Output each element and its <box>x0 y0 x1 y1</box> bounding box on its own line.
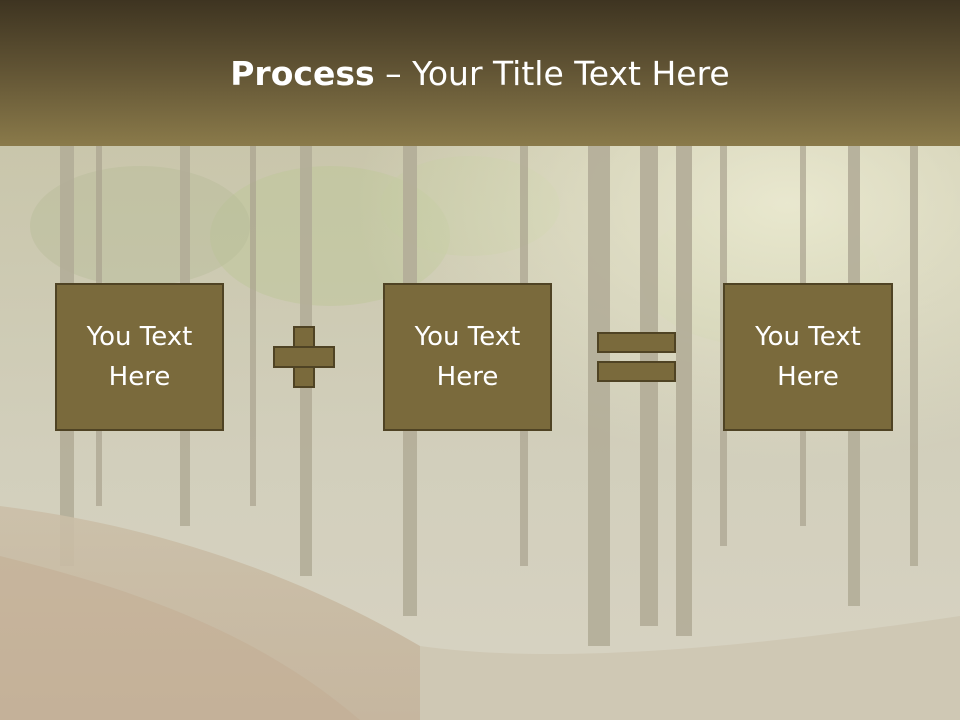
forest-background-image <box>0 146 960 720</box>
slide-title[interactable]: Process – Your Title Text Here <box>0 52 960 96</box>
plus-icon <box>273 326 335 388</box>
title-bold-text: Process <box>230 54 375 93</box>
title-band: Process – Your Title Text Here <box>0 0 960 146</box>
process-box-2-text: You Text Here <box>414 322 521 392</box>
process-box-2[interactable]: You Text Here <box>383 283 552 431</box>
process-box-3[interactable]: You Text Here <box>723 283 893 431</box>
equals-icon-bottom-bar <box>597 361 676 382</box>
process-box-1-text: You Text Here <box>86 322 193 392</box>
equals-icon-top-bar <box>597 332 676 353</box>
process-box-3-text: You Text Here <box>755 322 861 392</box>
process-box-1[interactable]: You Text Here <box>55 283 224 431</box>
title-rest-text: – Your Title Text Here <box>374 54 730 93</box>
